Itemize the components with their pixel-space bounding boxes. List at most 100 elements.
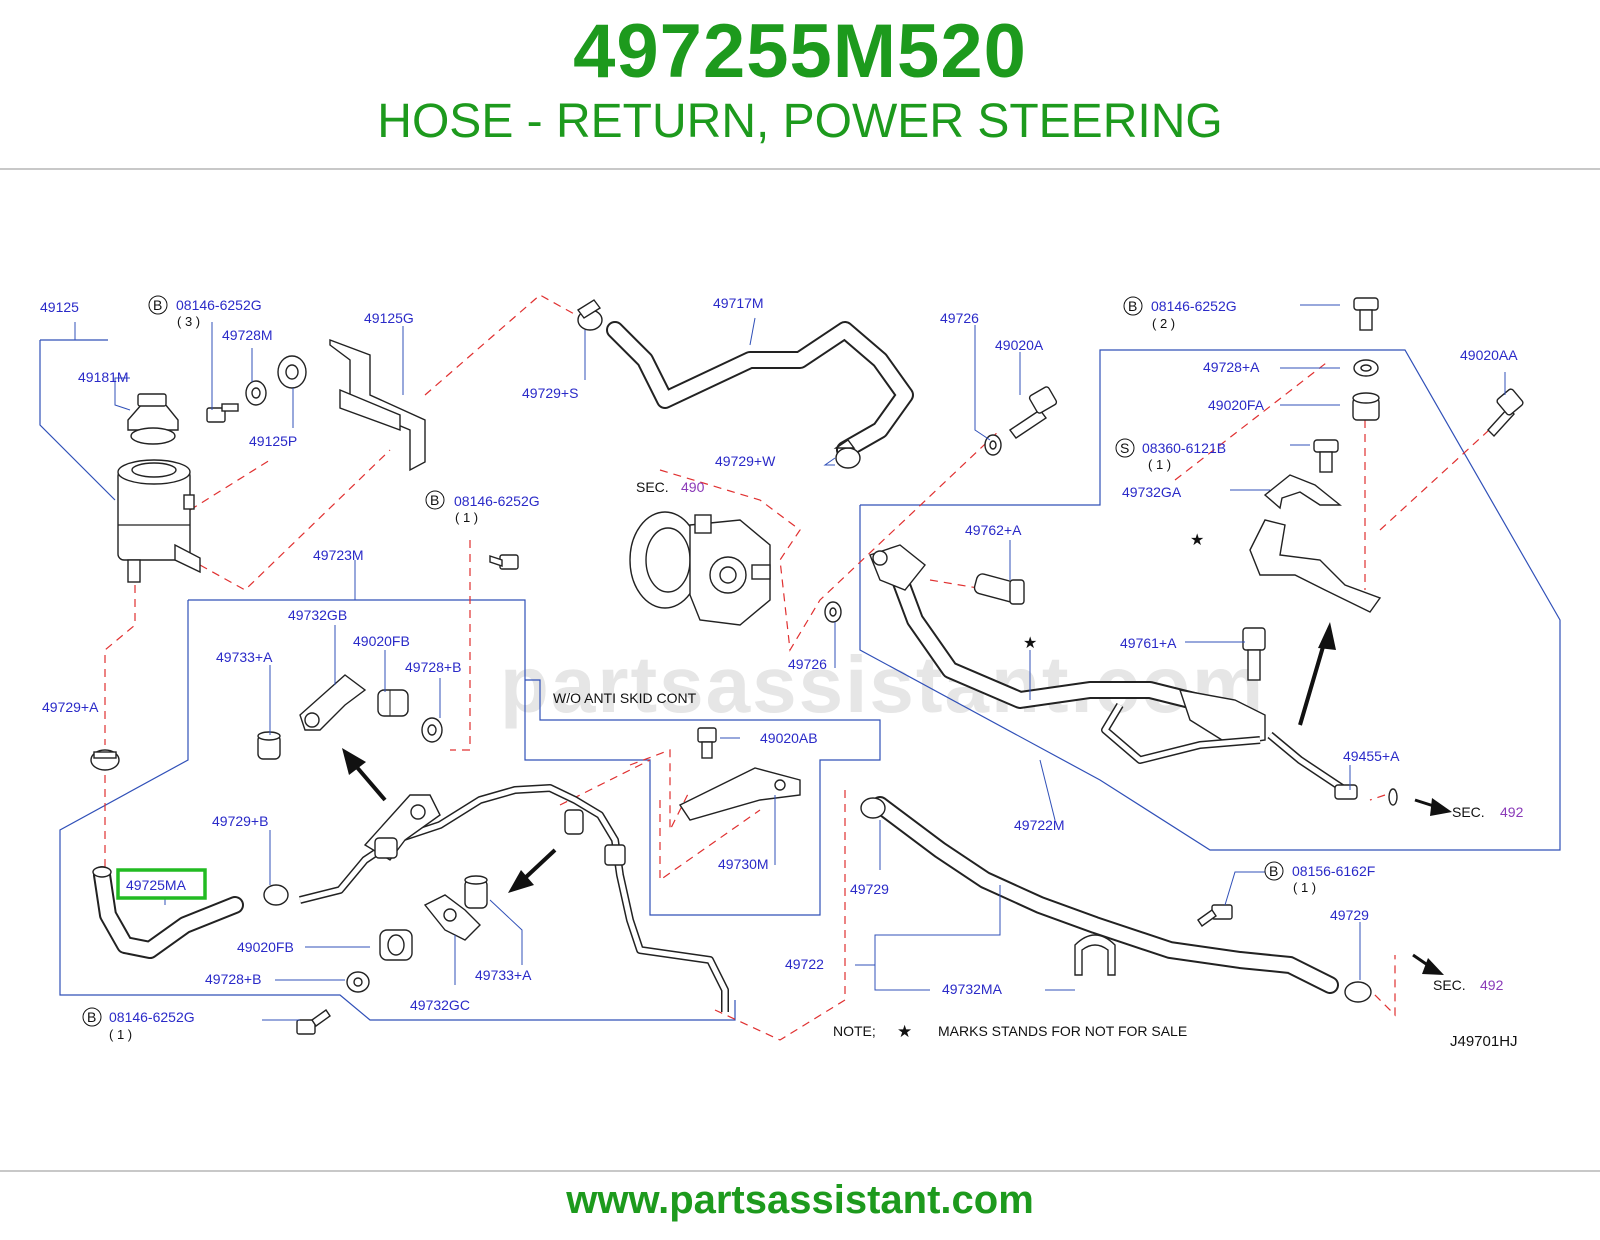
sec-ref-490: SEC. 490 (636, 479, 705, 495)
bracket-49125g (329, 338, 426, 472)
callout-code-4: 08360-6121B (1142, 440, 1226, 456)
sec-num-492-lower: 492 (1480, 977, 1504, 993)
badge-s-4: S (1120, 440, 1129, 456)
label-49181m: 49181M (78, 369, 129, 385)
callout-bolt-1: B 08146-6252G ( 3 ) (148, 295, 262, 329)
grommet-49125p (277, 355, 307, 389)
clamp-49729-right (1344, 981, 1372, 1003)
label-49761a: 49761+A (1120, 635, 1177, 651)
note-star: ★ (897, 1022, 912, 1041)
callout-bolt-2: B 08146-6252G ( 1 ) (425, 490, 540, 525)
callout-code-6: 08146-6252G (109, 1009, 195, 1025)
label-49020fb-lower: 49020FB (237, 939, 294, 955)
direction-arrows (342, 622, 1452, 975)
badge-b-5: B (1269, 863, 1278, 879)
reservoir-cap (127, 393, 179, 445)
grommet-49020fa (1352, 392, 1380, 421)
clamp-49729s (576, 299, 603, 331)
note-text: MARKS STANDS FOR NOT FOR SALE (938, 1023, 1187, 1039)
sec-ref-492-lower: SEC. 492 (1433, 977, 1504, 993)
label-49728a: 49728+A (1203, 359, 1260, 375)
part-description: HOSE - RETURN, POWER STEERING (377, 95, 1223, 148)
label-49725ma-highlighted[interactable]: 49725MA (126, 877, 187, 893)
washer-49726-upper (984, 434, 1002, 456)
drawing-code: J49701HJ (1450, 1033, 1518, 1050)
bolt-08146-right (1353, 297, 1379, 331)
hose-49725ma (92, 866, 244, 959)
callout-bolt-5: B 08156-6162F ( 1 ) (1264, 861, 1375, 895)
note-prefix: NOTE; (833, 1023, 876, 1039)
clamp-49729a (90, 749, 120, 771)
star-mark-lower: ★ (1023, 635, 1037, 652)
bolt-08146-lower (296, 1009, 331, 1035)
label-49729-right: 49729 (1330, 907, 1369, 923)
callout-code-3: 08146-6252G (1151, 298, 1237, 314)
badge-b-1: B (153, 297, 162, 313)
callout-code-5: 08156-6162F (1292, 863, 1375, 879)
bolt-49020aa (1487, 388, 1524, 438)
label-49729w: 49729+W (715, 453, 776, 469)
label-49733a-upper: 49733+A (216, 649, 273, 665)
label-49125p: 49125P (249, 433, 297, 449)
highlight-box[interactable] (116, 868, 207, 900)
grommet-49020fb-upper (377, 689, 409, 717)
bolt-49020a (1008, 386, 1058, 439)
callout-qty-3: ( 2 ) (1152, 316, 1175, 331)
footer-website-link[interactable]: www.partsassistant.com (566, 1178, 1034, 1222)
label-49020aa: 49020AA (1460, 347, 1518, 363)
label-49125g: 49125G (364, 310, 414, 326)
wo-anti-skid-label: W/O ANTI SKID CONT (553, 690, 697, 706)
star-mark-upper: ★ (1190, 532, 1204, 549)
badge-b-6: B (87, 1009, 96, 1025)
callout-bolt-3: B 08146-6252G ( 2 ) (1123, 296, 1237, 331)
sensor-49761a (1178, 627, 1266, 746)
sec-num-490: 490 (681, 479, 705, 495)
callout-screw-4: S 08360-6121B ( 1 ) (1115, 438, 1226, 472)
sec-ref-492-upper: SEC. 492 (1452, 804, 1524, 820)
hose-49722 (871, 796, 1339, 994)
pipe-49723m (299, 784, 729, 1012)
bolt-49020ab (697, 727, 717, 759)
washer-49728b-upper (421, 717, 443, 743)
bolt-08146-mid (489, 554, 519, 570)
badge-b-3: B (1128, 298, 1137, 314)
label-49729a: 49729+A (42, 699, 99, 715)
label-49728b-upper: 49728+B (405, 659, 461, 675)
pipe-49722m (1101, 702, 1358, 800)
sec-prefix-492-upper: SEC. (1452, 804, 1485, 820)
connector-49762a (973, 573, 1025, 605)
callout-code-2: 08146-6252G (454, 493, 540, 509)
label-49125: 49125 (40, 299, 79, 315)
power-steering-pump (629, 511, 771, 626)
label-49732gb: 49732GB (288, 607, 347, 623)
label-49732gc: 49732GC (410, 997, 470, 1013)
label-49020fa: 49020FA (1208, 397, 1265, 413)
callout-code-1: 08146-6252G (176, 297, 262, 313)
badge-b-2: B (430, 492, 439, 508)
wo-anti-skid-box (188, 599, 881, 916)
label-49729b: 49729+B (212, 813, 268, 829)
label-49717m: 49717M (713, 295, 764, 311)
bracket-49730m (678, 767, 801, 821)
bracket-49732ga (1263, 474, 1342, 510)
o-ring-49455a (1388, 788, 1398, 806)
footer-divider (0, 1170, 1600, 1172)
label-49733a-lower: 49733+A (475, 967, 532, 983)
label-49762a: 49762+A (965, 522, 1022, 538)
label-49020fb-upper: 49020FB (353, 633, 410, 649)
bolt-08156 (1197, 904, 1233, 927)
sec-num-492-upper: 492 (1500, 804, 1524, 820)
hose-49717m (606, 321, 914, 459)
clamp-49729-left (860, 797, 886, 819)
callout-qty-6: ( 1 ) (109, 1027, 132, 1042)
washer-49728m (245, 380, 267, 406)
callout-qty-1: ( 3 ) (177, 314, 200, 329)
washer-49728b-lower (346, 971, 370, 993)
page-header: 497255M520 HOSE - RETURN, POWER STEERING (0, 0, 1600, 170)
label-49726-upper: 49726 (940, 310, 979, 326)
collar-49733a-lower (464, 875, 488, 909)
bolt-08360 (1313, 439, 1339, 473)
grommet-49020fb-lower (379, 929, 413, 961)
reservoir-tank (117, 459, 201, 583)
